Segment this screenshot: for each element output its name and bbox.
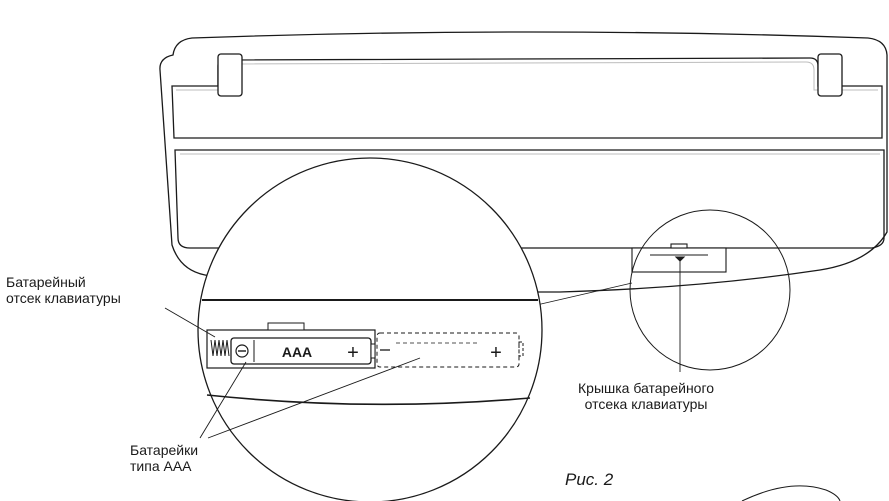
- leader-lines: [164, 260, 681, 439]
- battery-plus-cap: [370, 343, 376, 359]
- keyboard-outline: [159, 31, 888, 293]
- case-lower-curve: [206, 394, 531, 406]
- label-battery-compartment: Батарейный отсек клавиатуры: [6, 274, 121, 306]
- battery-type-label: AAA: [282, 344, 312, 360]
- leader-battery-2: [207, 357, 421, 439]
- spring: [210, 339, 230, 357]
- battery-minus-circle: [235, 344, 249, 358]
- label-line: отсека клавиатуры: [584, 396, 708, 412]
- label-line: Батарейки: [130, 442, 199, 458]
- right-hinge-tab: [817, 53, 843, 97]
- compartment-latch: [267, 322, 305, 331]
- magnified-view: AAA + +: [197, 157, 543, 501]
- battery-cover-small: [631, 243, 727, 273]
- leader-compartment: [164, 307, 216, 338]
- left-hinge-tab: [217, 53, 243, 97]
- upper-panel-inner: [176, 61, 878, 91]
- lower-panel: [174, 149, 885, 249]
- label-line: Крышка батарейного: [578, 380, 715, 396]
- label-line: типа AAA: [130, 458, 192, 474]
- upper-panel: [171, 57, 883, 139]
- partial-circle-bottom-right: [741, 485, 841, 501]
- label-line: Батарейный: [6, 274, 86, 290]
- zoom-connector-line: [527, 282, 633, 308]
- label-line: отсек клавиатуры: [6, 290, 121, 306]
- figure-caption: Рис. 2: [565, 470, 614, 489]
- label-battery-cover: Крышка батарейного отсека клавиатуры: [578, 380, 714, 412]
- ghost-plus-sign: +: [490, 342, 502, 364]
- ghost-battery-cap: [518, 341, 524, 357]
- zoom-source-circle: [629, 209, 791, 371]
- label-batteries: Батарейки типа AAA: [130, 442, 198, 474]
- battery-plus-sign: +: [347, 342, 359, 364]
- leader-battery-1: [199, 361, 247, 439]
- keyboard-body: [159, 31, 888, 293]
